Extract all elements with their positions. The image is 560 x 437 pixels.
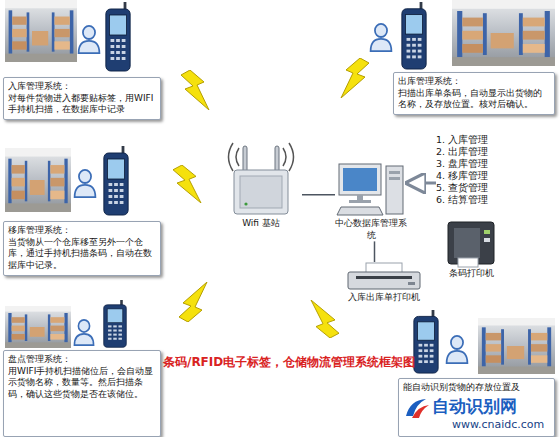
station-box: 出库管理系统：扫描出库单条码，自动显示出货物的名称，及存放位置。核对后确认。 xyxy=(393,72,555,115)
base-icon-part xyxy=(229,143,234,171)
label-icon xyxy=(432,218,510,268)
person-icons-part xyxy=(75,170,96,197)
box-heading: 入库管理系统： xyxy=(8,81,156,93)
person-icons-part xyxy=(74,320,93,345)
wireless-bolts-part xyxy=(173,165,201,203)
pc-icon-part xyxy=(349,200,371,203)
node-text: 条码打印机 xyxy=(432,268,510,280)
base-icon-part xyxy=(283,148,286,166)
warehouse-photos-part xyxy=(5,148,71,212)
pc-icon-part xyxy=(386,166,403,214)
list-item: 2. 出库管理 xyxy=(436,146,506,158)
list-item: 1. 入库管理 xyxy=(436,134,506,146)
warehouse-photos-part xyxy=(452,0,555,66)
base-icon-part xyxy=(289,143,294,171)
pc-icon-part xyxy=(339,164,381,195)
warehouse-photos-part xyxy=(5,306,71,348)
handheld-scanners-part xyxy=(402,2,426,69)
watermark-logo-part xyxy=(412,405,429,418)
printer-icon-part xyxy=(348,272,420,289)
node-text: 能自动识别货物的存放位置及 xyxy=(403,382,550,394)
base-icon-part xyxy=(240,176,282,208)
pc-icon-part xyxy=(389,171,400,174)
box-heading: 盘点管理系统： xyxy=(8,354,156,366)
box-heading: 移库管理系统： xyxy=(8,225,156,237)
printer-icon-part xyxy=(408,282,415,285)
base-icon-part xyxy=(236,148,239,166)
node-text: 当货物从一个仓库移至另外一个仓库，通过手持机扫描条码，自动在数据库中记录。 xyxy=(8,237,156,272)
warehouse-photos-part xyxy=(5,0,77,62)
label-icon-part xyxy=(458,258,478,267)
person-icons-part xyxy=(79,26,100,53)
node-text: 中心数据库管理系统 xyxy=(335,218,407,241)
node-text: Wifi 基站 xyxy=(220,218,302,230)
diagram-caption: 条码/RFID电子标签，仓储物流管理系统框架图 xyxy=(163,354,415,371)
handheld-scanners xyxy=(104,2,438,373)
handheld-scanners-part xyxy=(414,310,438,373)
wireless-bolts-part xyxy=(311,300,339,338)
base-icon-part xyxy=(234,170,288,214)
person-icons-part xyxy=(371,24,392,51)
wifi-base-station: Wifi 基站 xyxy=(220,140,302,230)
label-icon-part xyxy=(484,230,490,234)
box-heading: 出库管理系统： xyxy=(398,76,550,88)
node-text: 用WIFI手持机扫描储位后，会自动显示货物名称，数量等。然后扫描条码，确认这些货… xyxy=(8,366,156,401)
person-icons-part xyxy=(447,336,468,363)
list-item: 3. 盘库管理 xyxy=(436,158,506,170)
form-printer: 入库出库单打印机 xyxy=(342,262,426,304)
wireless-bolts-part xyxy=(181,70,209,110)
node-text: 对每件货物进入都要贴标签，用WIFI手持机扫描，在数据库中记录 xyxy=(8,93,156,116)
wireless-bolts-part xyxy=(341,58,369,98)
wireless-bolts-part xyxy=(179,282,207,322)
printer-icon xyxy=(342,262,426,292)
watermark-name: 自动识别网 xyxy=(432,395,517,418)
pc-icon-part xyxy=(337,207,383,215)
handheld-scanners-part xyxy=(106,2,130,71)
wireless-bolts xyxy=(173,58,369,338)
pc-icon xyxy=(335,160,407,218)
list-item: 4. 移库管理 xyxy=(436,170,506,182)
arrow-connector xyxy=(407,182,436,185)
line-connector xyxy=(374,241,376,262)
barcode-printer: 条码打印机 xyxy=(432,218,510,280)
function-list: 1. 入库管理2. 出库管理3. 盘库管理4. 移库管理5. 查货管理6. 结算… xyxy=(436,134,506,206)
warehouse-photos-part xyxy=(478,318,555,374)
label-icon-part xyxy=(484,238,490,242)
watermark-logo xyxy=(404,396,430,420)
list-item: 5. 查货管理 xyxy=(436,182,506,194)
handheld-scanners-part xyxy=(104,146,128,215)
handheld-scanners-part xyxy=(104,300,127,347)
pc-icon-part xyxy=(389,177,400,180)
list-item: 6. 结算管理 xyxy=(436,194,506,206)
database-server: 中心数据库管理系统 xyxy=(335,160,407,241)
pc-icon-part xyxy=(343,168,377,191)
base-icon-part xyxy=(244,202,247,205)
base-icon xyxy=(220,140,302,218)
watermark-url: www.cnaidc.com xyxy=(452,418,544,431)
station-box: 入库管理系统：对每件货物进入都要贴标签，用WIFI手持机扫描，在数据库中记录 xyxy=(3,77,161,120)
warehouse-photos xyxy=(5,0,555,374)
node-text: 扫描出库单条码，自动显示出货物的名称，及存放位置。核对后确认。 xyxy=(398,88,550,111)
station-box: 移库管理系统：当货物从一个仓库移至另外一个仓库，通过手持机扫描条码，自动在数据库… xyxy=(3,221,161,276)
printer-icon-part xyxy=(356,276,412,279)
pc-icon-part xyxy=(357,195,363,200)
label-icon-part xyxy=(454,228,480,258)
line-connector xyxy=(302,194,335,196)
node-text: 入库出库单打印机 xyxy=(342,292,426,304)
station-box: 盘点管理系统：用WIFI手持机扫描储位后，会自动显示货物名称，数量等。然后扫描条… xyxy=(3,350,161,437)
